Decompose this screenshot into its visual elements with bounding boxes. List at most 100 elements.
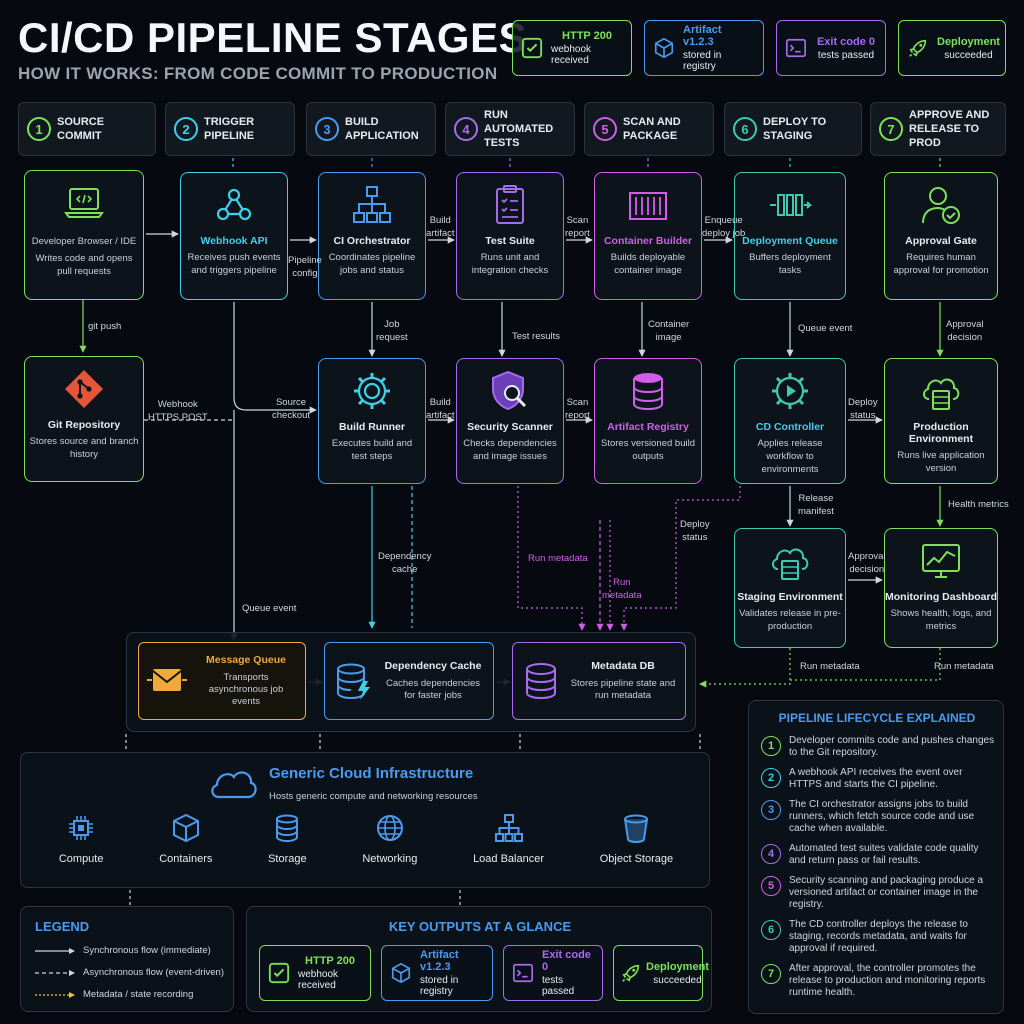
- node-approval-gate[interactable]: Approval Gate Requires human approval fo…: [884, 172, 998, 300]
- infra-item-label: Networking: [362, 853, 418, 865]
- badge-line1: Exit code 0: [816, 35, 876, 48]
- node-description: Buffers deployment tasks: [749, 252, 831, 276]
- stage-number: 1: [27, 117, 51, 141]
- lifecycle-number: 7: [761, 964, 781, 984]
- database-icon: [276, 814, 299, 843]
- lifecycle-number: 1: [761, 736, 781, 756]
- node-description: Shows health, logs, and metrics: [890, 608, 992, 632]
- badge-http-200: HTTP 200 webhook received: [512, 20, 632, 76]
- node-monitoring-dashboard[interactable]: Monitoring Dashboard Shows health, logs,…: [884, 528, 998, 648]
- node-title: Container Builder: [603, 235, 693, 247]
- edge-label-container-image: Container image: [648, 319, 690, 343]
- legend-label: Asynchronous flow (event-driven): [83, 967, 224, 978]
- node-title: Build Runner: [339, 421, 405, 433]
- node-description: Applies release workflow to environments: [757, 438, 823, 475]
- check-icon: [268, 962, 290, 984]
- edge-label-health-metrics: Health metrics: [948, 499, 1009, 510]
- stage-label: DEPLOY TO STAGING: [763, 116, 827, 142]
- node-message-queue[interactable]: Message Queue Transports asynchronous jo…: [138, 642, 306, 720]
- infra-item-networking[interactable]: Networking: [362, 813, 417, 865]
- stage-2-header: 2 TRIGGER PIPELINE: [165, 102, 295, 156]
- webhook-icon: [216, 188, 252, 221]
- rocket-icon: [622, 964, 640, 982]
- cloud-server-icon: [923, 378, 960, 410]
- node-container-builder[interactable]: Container Builder Builds deployable cont…: [594, 172, 702, 300]
- infrastructure-items: Compute Containers Storage Networking Lo…: [31, 813, 701, 865]
- stage-label: BUILD APPLICATION: [345, 116, 419, 142]
- database-icon: [633, 373, 663, 411]
- cube-icon: [391, 962, 411, 984]
- node-git-repository[interactable]: Git Repository Stores source and branch …: [24, 356, 144, 482]
- badge-line2: tests passed: [542, 975, 575, 997]
- node-staging-environment[interactable]: Staging Environment Validates release in…: [734, 528, 846, 648]
- infra-item-load-balancer[interactable]: Load Balancer: [473, 813, 544, 865]
- edge-label-deploy-status-2: Deploy status: [680, 519, 710, 543]
- legend-title: LEGEND: [35, 919, 90, 934]
- terminal-icon: [513, 963, 533, 983]
- infra-item-object-storage[interactable]: Object Storage: [600, 813, 673, 865]
- node-title: Dependency Cache: [384, 660, 482, 672]
- database-icon: [526, 663, 556, 700]
- badge-line1: HTTP 200: [305, 955, 355, 967]
- node-deployment-queue[interactable]: Deployment Queue Buffers deployment task…: [734, 172, 846, 300]
- legend-item-sync: Synchronous flow (immediate): [35, 945, 211, 956]
- queue-icon: [770, 194, 812, 216]
- lifecycle-number: 6: [761, 920, 781, 940]
- lifecycle-text: Automated test suites validate code qual…: [789, 843, 979, 866]
- infra-item-storage[interactable]: Storage: [268, 813, 307, 865]
- infra-item-containers[interactable]: Containers: [159, 813, 212, 865]
- stage-number: 2: [174, 117, 198, 141]
- badge-line2: webhook received: [551, 44, 592, 66]
- bucket-icon: [624, 814, 649, 843]
- node-ci-orchestrator[interactable]: CI Orchestrator Coordinates pipeline job…: [318, 172, 426, 300]
- node-description: Runs unit and integration checks: [471, 252, 549, 276]
- node-security-scanner[interactable]: Security Scanner Checks dependencies and…: [456, 358, 564, 484]
- user-approved-icon: [922, 187, 960, 224]
- node-build-runner[interactable]: Build Runner Executes build and test ste…: [318, 358, 426, 484]
- badge-line1: Deployment: [937, 35, 1000, 48]
- node-title: Approval Gate: [905, 235, 977, 247]
- node-description: Validates release in pre-production: [739, 608, 841, 632]
- node-description: Coordinates pipeline jobs and status: [328, 252, 416, 276]
- node-artifact-registry[interactable]: Artifact Registry Stores versioned build…: [594, 358, 702, 484]
- badge-line1: Artifact v1.2.3: [683, 24, 722, 48]
- node-description: Stores pipeline state and run metadata: [570, 678, 676, 701]
- edge-label-run-metadata: Run metadata: [528, 553, 588, 564]
- node-test-suite[interactable]: Test Suite Runs unit and integration che…: [456, 172, 564, 300]
- rocket-icon: [909, 39, 927, 57]
- page-title: CI/CD PIPELINE STAGES: [18, 14, 528, 61]
- key-outputs-title: KEY OUTPUTS AT A GLANCE: [388, 919, 572, 934]
- stage-6-header: 6 DEPLOY TO STAGING: [724, 102, 862, 156]
- node-metadata-db[interactable]: Metadata DB Stores pipeline state and ru…: [512, 642, 686, 720]
- shield-search-icon: [492, 370, 527, 411]
- legend-item-async: Asynchronous flow (event-driven): [35, 967, 224, 978]
- edge-label-run-metadata-2: Run metadata: [602, 577, 642, 601]
- stage-number: 5: [593, 117, 617, 141]
- node-webhook-api[interactable]: Webhook API Receives push events and tri…: [180, 172, 288, 300]
- stage-number: 6: [733, 117, 757, 141]
- hierarchy-icon: [353, 186, 391, 223]
- node-cd-controller[interactable]: CD Controller Applies release workflow t…: [734, 358, 846, 484]
- node-production-environment[interactable]: Production Environment Runs live applica…: [884, 358, 998, 484]
- check-icon: [521, 37, 543, 59]
- clipboard-checklist-icon: [496, 185, 524, 224]
- stage-number: 3: [315, 117, 339, 141]
- git-icon: [65, 370, 103, 408]
- lifecycle-title: PIPELINE LIFECYCLE EXPLAINED: [778, 711, 976, 725]
- infra-item-compute[interactable]: Compute: [59, 813, 103, 865]
- infrastructure-title: Generic Cloud Infrastructure: [269, 765, 474, 782]
- node-dependency-cache[interactable]: Dependency Cache Caches dependencies for…: [324, 642, 494, 720]
- edge-label-source-checkout: Source checkout: [272, 397, 311, 421]
- edge-label-webhook-https: Webhook HTTPS POST: [148, 399, 208, 423]
- badge-line1: HTTP 200: [562, 30, 612, 42]
- solid-arrow-icon: [35, 947, 75, 954]
- node-developer-browser[interactable]: Developer Browser / IDE Writes code and …: [24, 170, 144, 300]
